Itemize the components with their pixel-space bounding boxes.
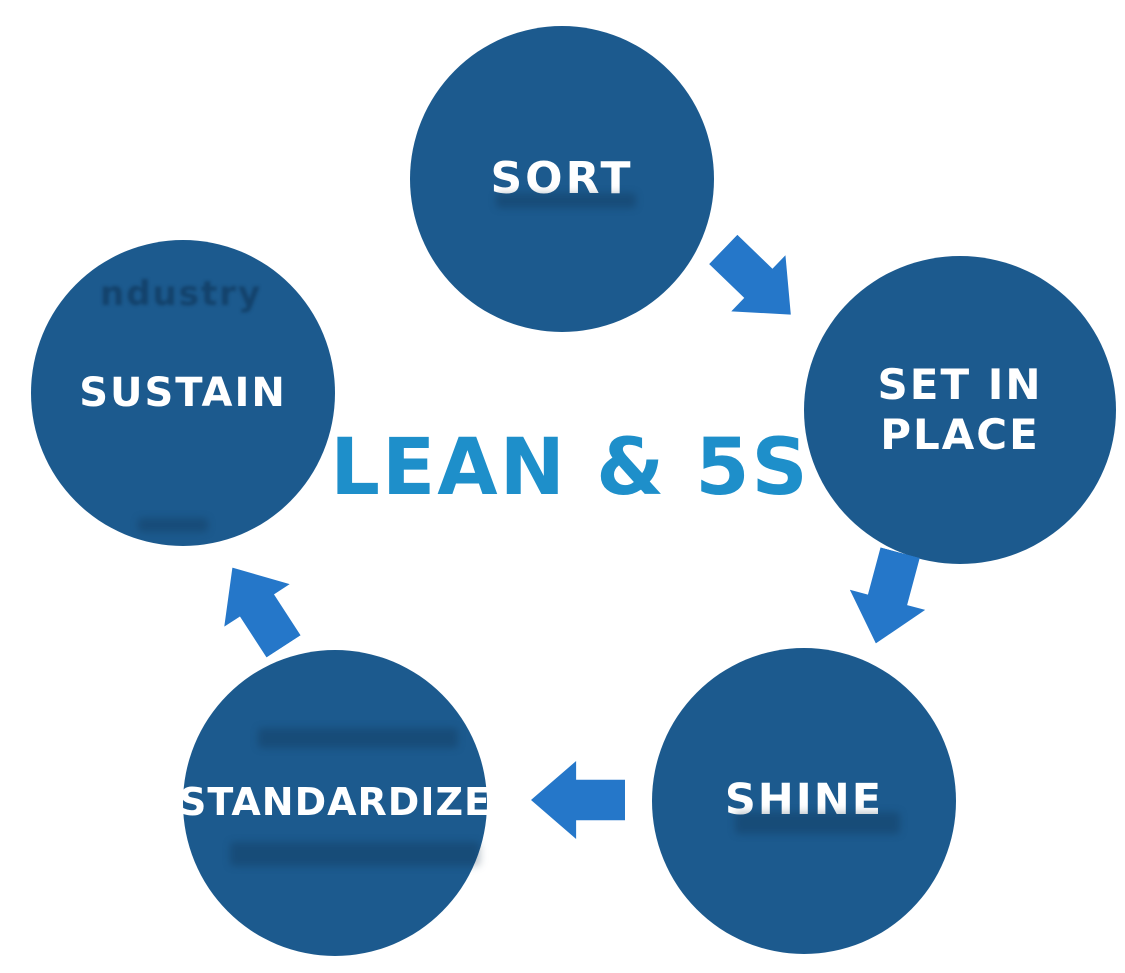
step-circle-sustain: SUSTAIN bbox=[31, 240, 335, 546]
step-circle-standardize: STANDARDIZE bbox=[179, 650, 490, 956]
step-label-sustain: SUSTAIN bbox=[79, 370, 287, 416]
arrow-icon-shine-to-standardize bbox=[531, 761, 625, 839]
step-label-shine: SHINE bbox=[724, 775, 884, 826]
step-label-standardize: STANDARDIZE bbox=[179, 780, 491, 825]
step-circle-shine: SHINE bbox=[652, 648, 956, 954]
step-label-sort: SORT bbox=[490, 152, 634, 204]
arrow-icon-sort-to-set-in-place bbox=[696, 221, 818, 342]
diagram-title: LEAN & 5S bbox=[330, 423, 810, 513]
step-circle-set-in-place: SET IN PLACE bbox=[804, 256, 1116, 564]
step-label-set-in-place: SET IN PLACE bbox=[877, 359, 1043, 459]
arrow-icon-standardize-to-sustain bbox=[200, 546, 317, 667]
step-circle-sort: SORT bbox=[410, 26, 714, 332]
